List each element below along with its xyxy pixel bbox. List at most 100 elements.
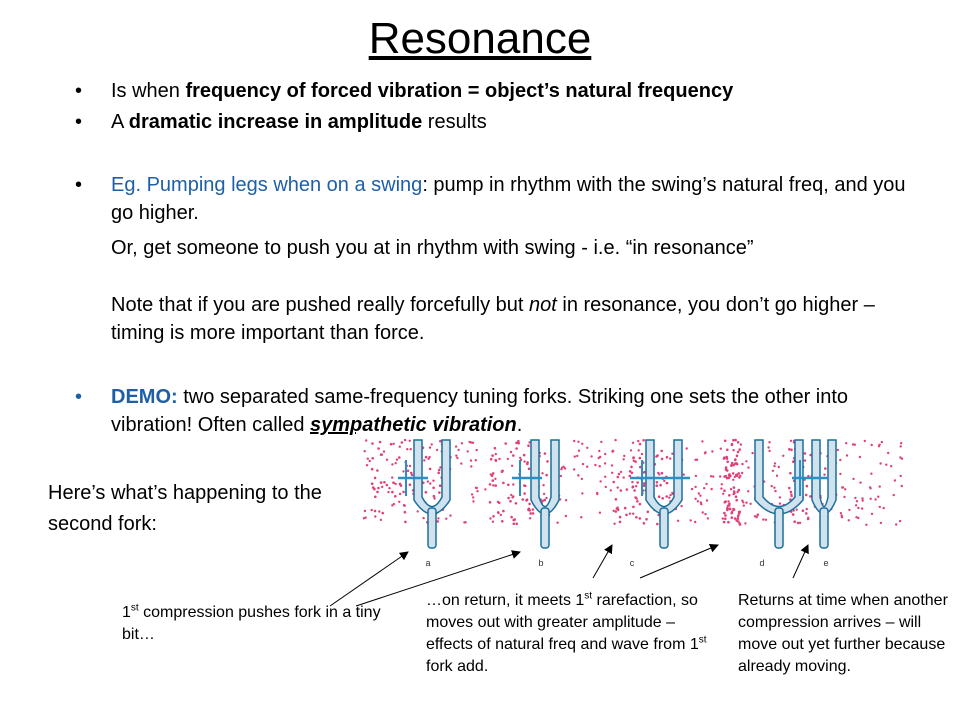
particle-dot	[639, 465, 642, 469]
particle-dot	[631, 485, 635, 489]
particle-dot	[877, 495, 880, 498]
particle-dot	[509, 450, 513, 454]
particle-dot	[628, 474, 632, 478]
particle-dot	[526, 462, 529, 466]
particle-dot	[408, 464, 412, 468]
particle-dot	[378, 440, 382, 444]
particle-dot	[857, 506, 860, 510]
particle-dot	[807, 474, 810, 478]
particle-dot	[660, 449, 663, 453]
particle-dot	[394, 495, 397, 498]
particle-dot	[756, 514, 759, 517]
particle-dot	[522, 453, 526, 457]
demo-text: two separated same-frequency tuning fork…	[111, 386, 849, 436]
particle-dot	[805, 484, 809, 488]
particle-dot	[456, 456, 459, 460]
particle-dot	[365, 439, 368, 442]
particle-dot	[774, 489, 777, 493]
note-compression: 1st compression pushes fork in a tiny bi…	[122, 602, 392, 646]
particle-dot	[491, 472, 495, 475]
particle-dot	[840, 516, 844, 519]
particle-dot	[851, 443, 855, 446]
demo-end: .	[516, 414, 523, 436]
particle-dot	[892, 493, 895, 497]
particle-dot	[738, 476, 741, 479]
note-rarefaction-sup: st	[698, 634, 707, 646]
particle-dot	[586, 465, 589, 468]
particle-dot	[474, 459, 477, 462]
particle-dot	[609, 489, 612, 492]
swing-example-highlight: Eg. Pumping legs when on a swing	[111, 174, 423, 196]
particle-dot	[724, 466, 728, 469]
particle-dot	[847, 519, 850, 522]
note-rarefaction-part: fork add.	[426, 658, 489, 675]
particle-dot	[724, 514, 727, 517]
particle-dot	[855, 516, 858, 519]
slide-title: Resonance	[368, 14, 592, 63]
particle-dot	[857, 516, 860, 520]
particle-dot	[598, 511, 602, 514]
particle-dot	[394, 462, 397, 465]
particle-dot	[391, 476, 394, 479]
particle-dot	[581, 462, 585, 466]
fork-prong	[754, 439, 804, 515]
particle-dot	[628, 470, 632, 473]
particle-dot	[507, 496, 510, 500]
particle-dot	[506, 457, 509, 461]
particle-dot	[546, 460, 549, 463]
particle-dot	[498, 457, 501, 461]
particle-dot	[402, 470, 405, 473]
particle-dot	[705, 499, 709, 502]
particle-dot	[364, 516, 367, 519]
particle-dot	[723, 511, 726, 515]
particle-dot	[622, 458, 625, 461]
particle-dot	[635, 516, 638, 519]
particle-dot	[854, 504, 858, 507]
particle-dot	[432, 486, 435, 490]
particle-dot	[374, 515, 377, 518]
particle-dot	[848, 508, 851, 512]
particle-dot	[764, 518, 768, 521]
particle-dot	[439, 439, 442, 443]
particle-dot	[732, 449, 735, 452]
particle-dot	[470, 493, 474, 496]
particle-dot	[865, 523, 868, 526]
particle-dot	[475, 448, 478, 452]
note-returns: Returns at time when another compression…	[738, 592, 948, 675]
particle-dot	[373, 509, 377, 513]
particle-dot	[879, 462, 882, 465]
particle-dot	[541, 472, 544, 475]
particle-dot	[778, 496, 782, 499]
particle-dot	[528, 441, 531, 444]
particle-dot	[669, 493, 672, 497]
particle-dot	[368, 459, 371, 463]
particle-dot	[798, 521, 802, 524]
particle-dot	[469, 459, 473, 462]
particle-dot	[773, 464, 776, 468]
bullet-amplitude: A dramatic increase in amplitude results	[111, 108, 911, 136]
particle-dot	[749, 502, 752, 505]
particle-dot	[497, 501, 501, 505]
particle-dot	[514, 502, 518, 505]
bullet-marker: •	[75, 111, 83, 133]
particle-dot	[590, 455, 593, 458]
bullet-marker: •	[75, 80, 83, 102]
particle-dot	[747, 466, 750, 469]
particle-dot	[869, 487, 872, 490]
particle-dot	[899, 445, 902, 448]
particle-dot	[657, 495, 661, 499]
particle-dot	[519, 456, 522, 460]
particle-dot	[899, 456, 902, 459]
particle-dot	[392, 442, 395, 445]
particle-dot	[515, 447, 518, 450]
particle-dot	[725, 476, 729, 480]
particle-dot	[788, 448, 791, 451]
particle-dot	[705, 482, 708, 486]
particle-dot	[616, 486, 619, 489]
particle-dot	[636, 500, 639, 503]
fork-stem	[427, 507, 437, 549]
particle-dot	[742, 504, 745, 507]
particle-dot	[793, 520, 796, 523]
particle-dot	[730, 464, 733, 467]
particle-dot	[499, 513, 502, 517]
